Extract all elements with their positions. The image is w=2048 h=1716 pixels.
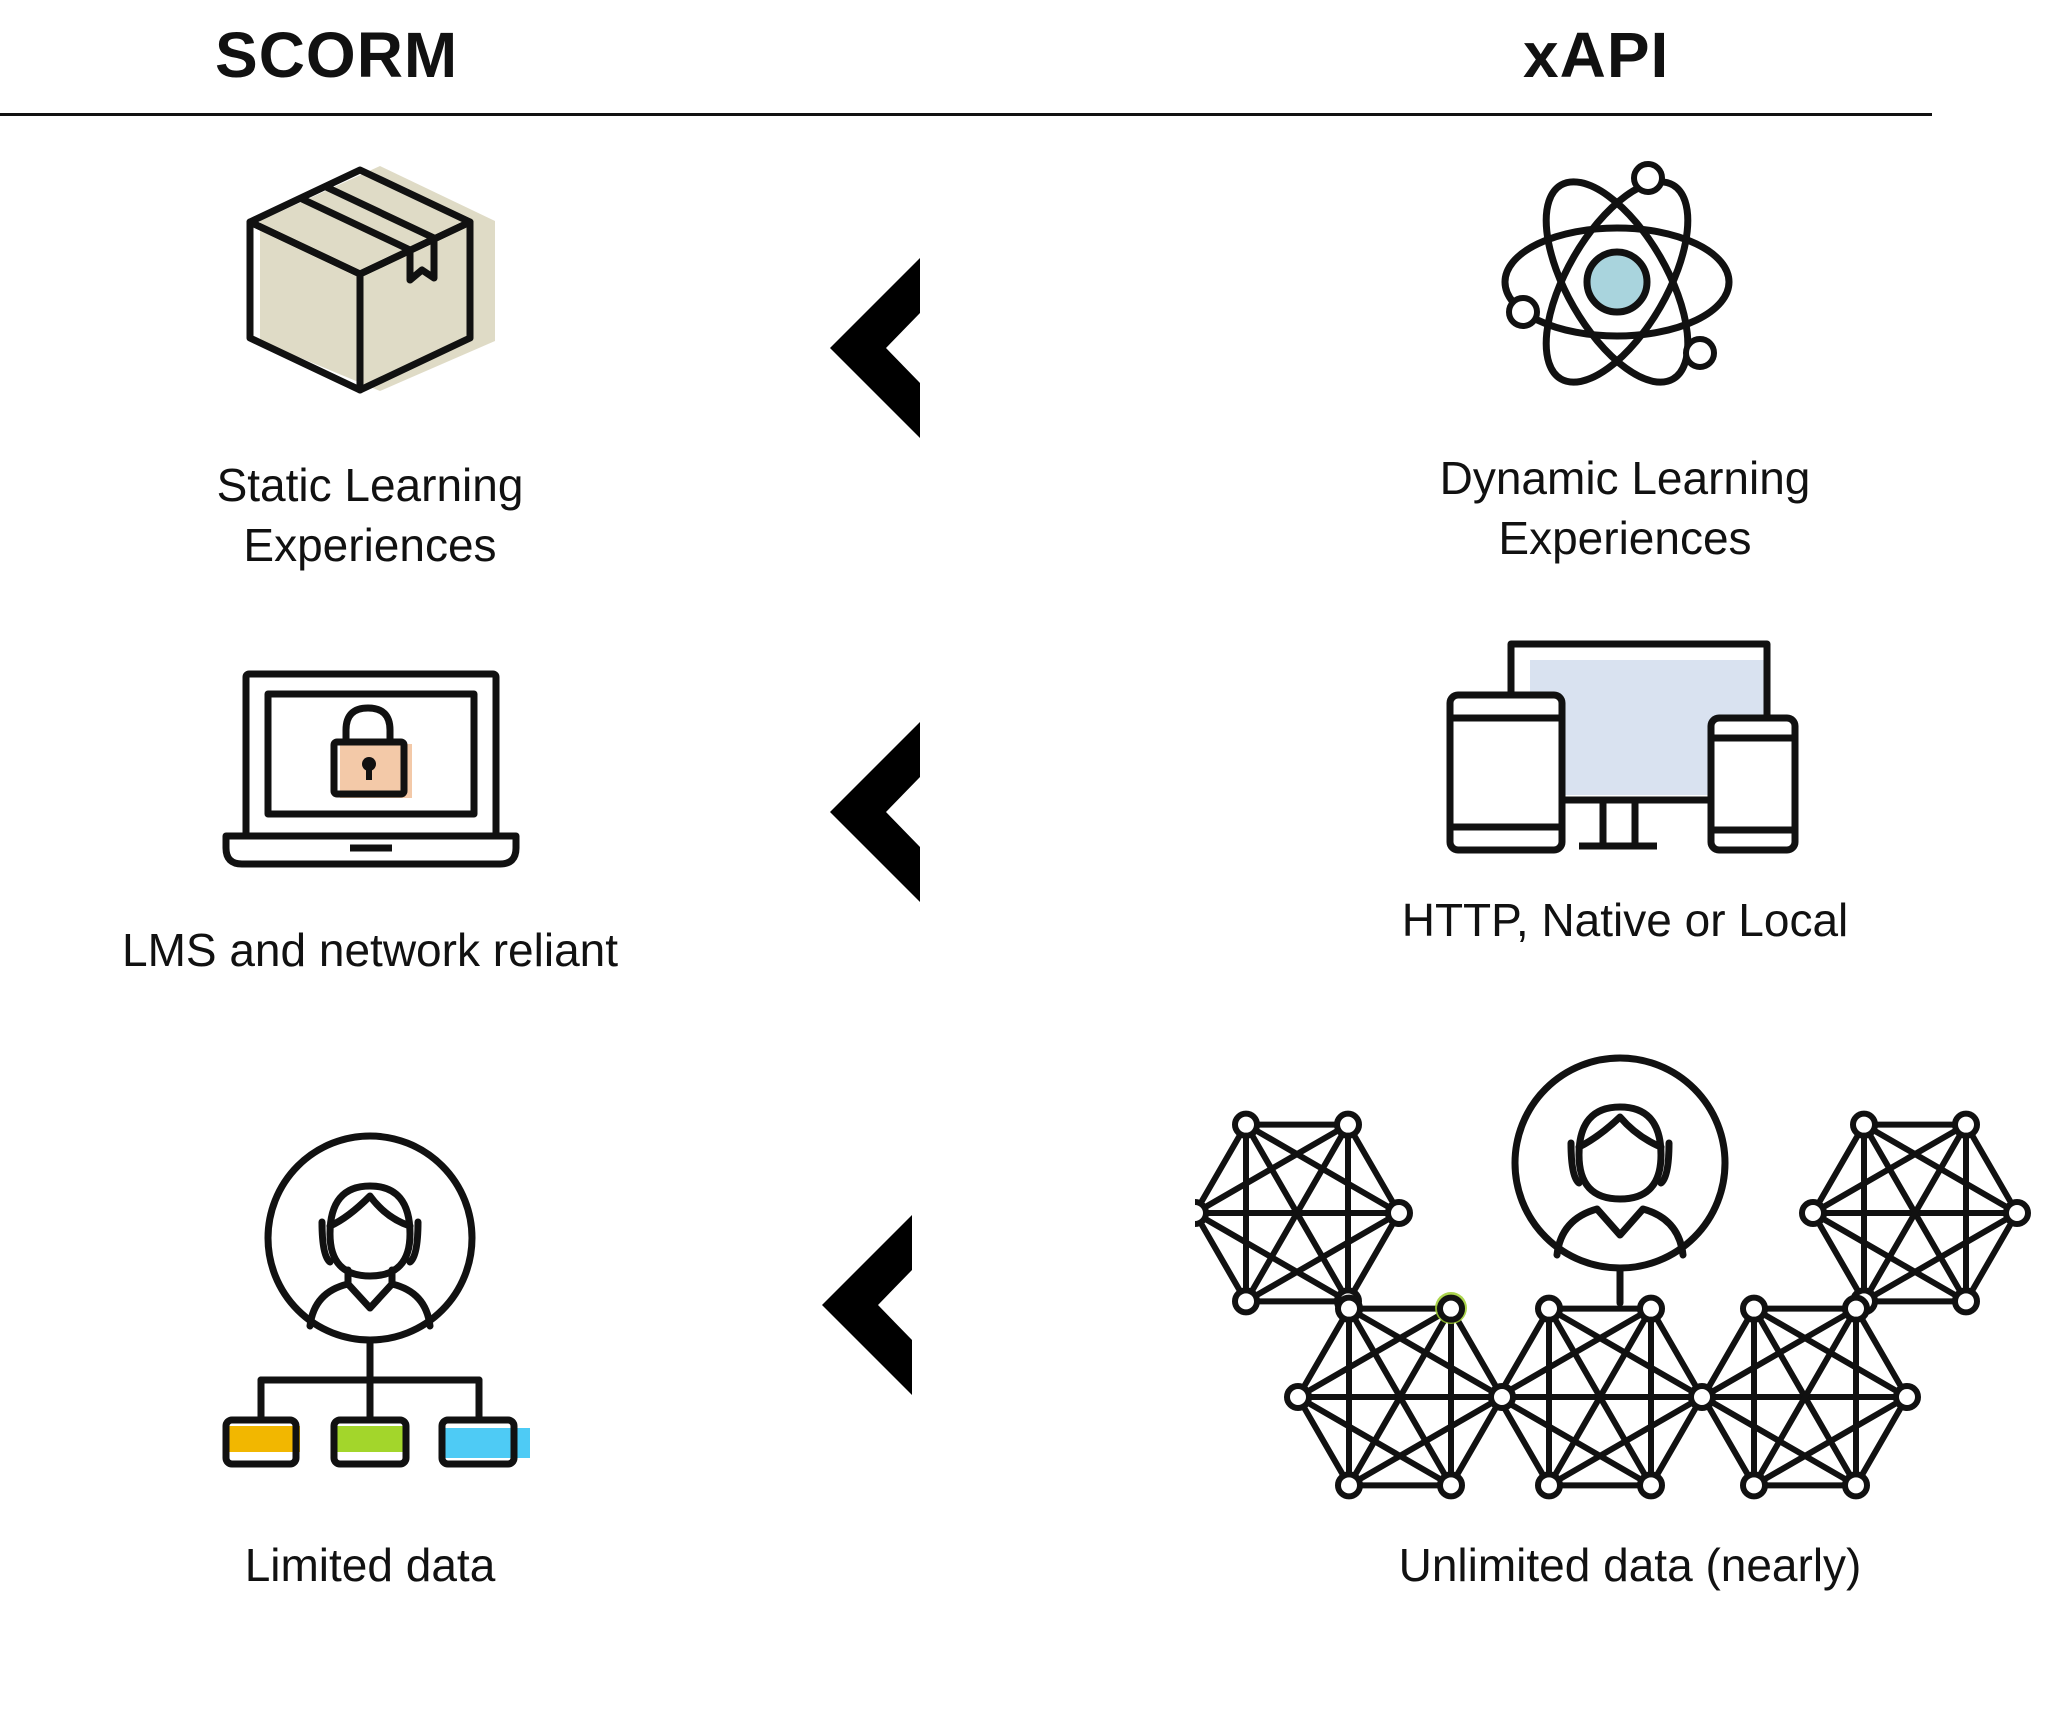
network-node [1952, 1287, 1980, 1316]
network-node [2003, 1199, 2031, 1227]
limited-data-label: Limited data [244, 1539, 496, 1591]
http-native-label: HTTP, Native or Local [1401, 894, 1849, 946]
chevron-left-icon [822, 1215, 912, 1395]
network-node [1952, 1110, 1980, 1139]
network-node [1437, 1294, 1465, 1323]
network-node [1535, 1294, 1563, 1323]
network-node [1637, 1294, 1665, 1323]
network-node [1488, 1383, 1516, 1411]
network-node [1284, 1383, 1312, 1411]
locked-laptop-icon [222, 670, 520, 868]
static-learning-line2: Experiences [243, 519, 497, 571]
user-network-icon [1195, 1054, 2031, 1500]
dynamic-learning-line2: Experiences [1498, 512, 1752, 564]
network-node [1232, 1110, 1260, 1139]
atom-icon [1501, 161, 1733, 386]
multi-device-icon [1446, 640, 1799, 854]
chevron-left-icon [830, 722, 920, 902]
unlimited-data-label: Unlimited data (nearly) [1398, 1539, 1862, 1591]
network-node [1385, 1199, 1413, 1227]
lms-network-label: LMS and network reliant [121, 924, 619, 976]
network-node [1740, 1471, 1768, 1500]
network-node [1232, 1287, 1260, 1316]
header-divider [0, 113, 1932, 116]
network-node [1437, 1471, 1465, 1500]
network-node [1740, 1294, 1768, 1323]
network-node [1842, 1471, 1870, 1500]
dynamic-learning-line1: Dynamic Learning [1439, 452, 1811, 504]
xapi-heading: xAPI [1523, 19, 1670, 91]
network-node [1637, 1471, 1665, 1500]
network-node [1842, 1294, 1870, 1323]
box-icon [246, 166, 495, 394]
network-node [1335, 1471, 1363, 1500]
network-node [1334, 1110, 1362, 1139]
chevron-left-icon [830, 258, 920, 438]
network-node [1850, 1110, 1878, 1139]
network-node [1195, 1199, 1209, 1227]
static-learning-line1: Static Learning [216, 459, 524, 511]
network-node [1688, 1383, 1716, 1411]
dynamic-learning-label: Dynamic Learning Experiences [1400, 448, 1850, 568]
network-node [1799, 1199, 1827, 1227]
static-learning-label: Static Learning Experiences [170, 455, 570, 575]
network-node [1335, 1294, 1363, 1323]
user-hierarchy-icon [222, 1132, 530, 1468]
network-node [1535, 1471, 1563, 1500]
scorm-heading: SCORM [215, 19, 459, 91]
network-node [1893, 1383, 1921, 1411]
